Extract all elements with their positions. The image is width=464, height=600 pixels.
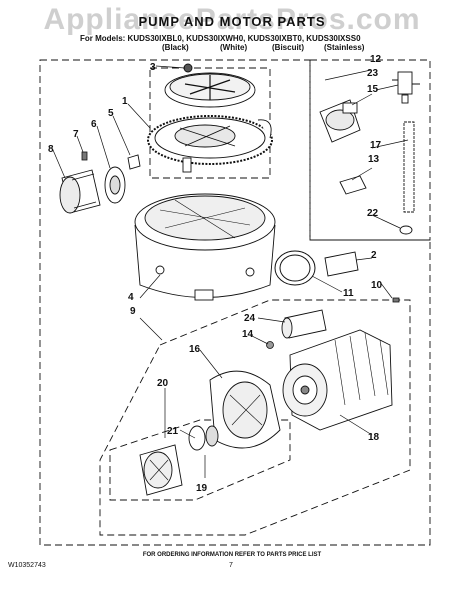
callout-22: 22: [367, 208, 379, 219]
callout-8: 8: [48, 144, 54, 155]
document-number: W10352743: [8, 562, 46, 569]
part-4-sump-housing: [134, 193, 276, 301]
part-6-disc: [104, 166, 126, 204]
callout-5: 5: [108, 108, 114, 119]
part-23-valve: [392, 71, 420, 104]
model-numbers: For Models: KUDS30IXBL0, KUDS30IXWH0, KU…: [80, 34, 361, 43]
model-list: For Models: KUDS30IXBL0, KUDS30IXWH0, KU…: [80, 34, 364, 52]
model-colors: (Black) (White) (Biscuit) (Stainless): [80, 43, 364, 52]
callout-7: 7: [73, 129, 79, 140]
page-number: 7: [229, 562, 233, 569]
callout-24: 24: [244, 313, 256, 324]
part-2-cover: [324, 251, 359, 277]
part-8-end-cover: [59, 169, 101, 214]
hose-assembly-border: [309, 59, 431, 241]
ordering-note: FOR ORDERING INFORMATION REFER TO PARTS …: [142, 552, 322, 558]
callout-11: 11: [343, 288, 354, 299]
callout-10: 10: [371, 280, 383, 291]
callout-2: 2: [371, 250, 377, 261]
part-13-bracket: [339, 175, 367, 195]
part-19-pump-cover: [139, 444, 183, 496]
part-17-drain-hose: [403, 121, 415, 213]
callout-14: 14: [242, 329, 254, 340]
part-14-grommet: [266, 341, 274, 349]
callout-17: 17: [370, 140, 382, 151]
callout-12: 12: [370, 54, 382, 65]
color-biscuit: (Biscuit): [272, 43, 304, 52]
part-24-capacitor: [281, 309, 327, 339]
part-5-clip: [127, 154, 141, 170]
callout-1: 1: [122, 96, 128, 107]
watermark: AppliancePartsPros.com: [43, 3, 421, 36]
part-16-pump-housing: [209, 370, 281, 449]
callout-19: 19: [196, 483, 208, 494]
callout-6: 6: [91, 119, 97, 130]
part-11-gasket: [274, 250, 316, 286]
part-1-chopper-ring: [147, 115, 273, 173]
callout-3: 3: [150, 62, 156, 73]
callout-numbers: 3 1 5 6 7 8 12 23 15 17 13 22 2 4 11 10 …: [48, 54, 383, 494]
part-22-clamp: [399, 225, 413, 235]
callout-23: 23: [367, 68, 379, 79]
part-10-screw: [392, 297, 400, 303]
callout-21: 21: [167, 426, 179, 437]
callout-15: 15: [367, 84, 379, 95]
page-title: PUMP AND MOTOR PARTS: [138, 14, 326, 29]
color-white: (White): [220, 43, 248, 52]
callout-9: 9: [130, 306, 136, 317]
callout-13: 13: [368, 154, 380, 165]
part-7-screw: [81, 151, 88, 161]
callout-16: 16: [189, 344, 201, 355]
chopper-assembly-border: [149, 67, 271, 179]
pump-cover-border: [109, 419, 291, 501]
callout-4: 4: [128, 292, 134, 303]
motor-assembly-border: [99, 299, 411, 536]
part-3-filter-cap: [164, 63, 256, 108]
callout-18: 18: [368, 432, 380, 443]
callout-20: 20: [157, 378, 169, 389]
part-21-impeller-seal: [188, 425, 219, 451]
color-stainless: (Stainless): [324, 43, 365, 52]
color-black: (Black): [162, 43, 189, 52]
leader-lines: [52, 65, 409, 478]
part-15-drain-pump: [319, 99, 361, 143]
part-18-motor: [282, 329, 393, 431]
